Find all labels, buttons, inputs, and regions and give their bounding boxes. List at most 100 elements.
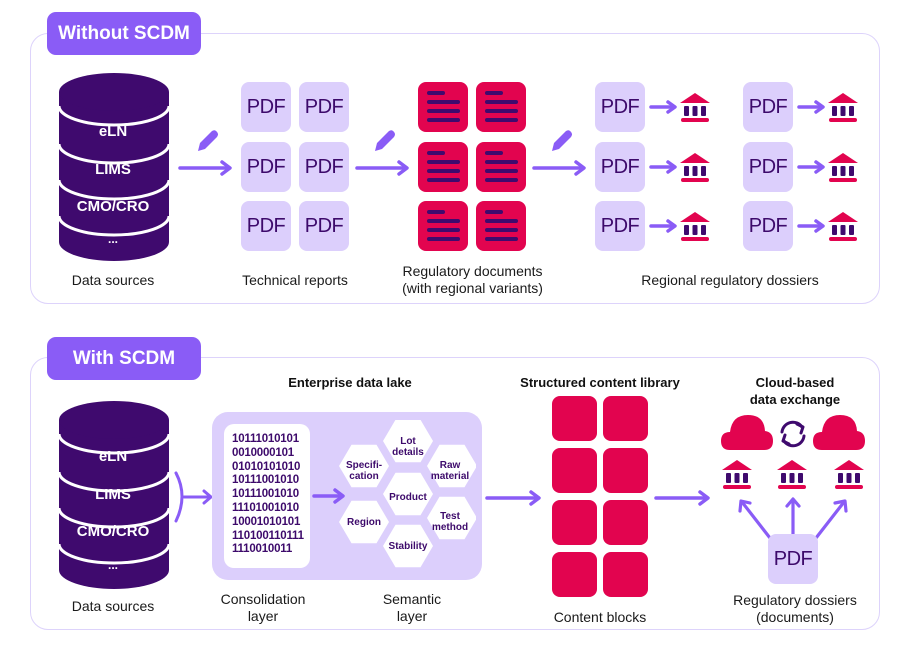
arrow-right-icon — [649, 160, 679, 179]
db-layer-eln: eLN — [98, 123, 128, 140]
arrow-right-icon — [797, 160, 827, 179]
content-block — [603, 396, 648, 441]
bank-icon — [679, 210, 711, 247]
database-icon — [57, 73, 171, 261]
pdf-icon: PDF — [595, 142, 645, 192]
db-layer-cmo-cro: CMO/CRO — [76, 523, 150, 540]
pdf-icon: PDF — [241, 142, 291, 192]
data-lake-title: Enterprise data lake — [288, 375, 412, 390]
sync-icon — [780, 420, 806, 448]
technical-reports-label: Technical reports — [242, 272, 348, 288]
binary-line: 11101001010 — [232, 501, 299, 514]
document-icon — [418, 201, 468, 251]
db-layer-more: ... — [107, 558, 118, 572]
db-layer-eln: eLN — [98, 448, 128, 465]
pdf-icon: PDF — [743, 142, 793, 192]
cloud-icon — [721, 415, 773, 450]
bank-icon — [679, 91, 711, 128]
pdf-icon: PDF — [768, 534, 818, 584]
hexagon-raw — [427, 444, 476, 488]
arrow-right-icon — [355, 160, 409, 176]
binary-line: 10111001010 — [232, 488, 299, 501]
database-icon — [57, 401, 171, 589]
hexagon-test — [427, 496, 476, 540]
arrow-right-icon — [178, 160, 232, 176]
bank-icon — [827, 210, 859, 247]
regulatory-documents-label-line1: Regulatory documents — [402, 263, 543, 279]
bank-icon — [776, 458, 808, 495]
regulatory-documents-label-line2: (with regional variants) — [402, 280, 543, 296]
document-icon — [418, 82, 468, 132]
distribution-arrows — [738, 497, 848, 540]
db-layer-cmo-cro: CMO/CRO — [76, 198, 150, 215]
arrow-right-icon — [532, 160, 586, 176]
document-icon — [418, 142, 468, 192]
semantic-layer-hexagons — [339, 420, 476, 568]
merge-arrow-icon — [174, 471, 213, 523]
content-blocks-label: Content blocks — [553, 609, 647, 625]
consolidation-layer-label: Consolidation layer — [220, 591, 306, 624]
bank-icon — [827, 151, 859, 188]
with-scdm-tag: With SCDM — [47, 337, 201, 380]
hex-label-region: Region — [347, 517, 381, 528]
arrow-right-icon — [485, 490, 541, 506]
db-layer-lims: LIMS — [95, 486, 131, 503]
pencil-icon — [552, 130, 572, 151]
semantic-layer-label: Semantic layer — [382, 591, 442, 624]
hexagon-region — [339, 500, 389, 544]
hex-label-specification: Specifi-cation — [345, 460, 383, 482]
hexagon-lot — [383, 420, 433, 463]
binary-line: 110100110111 — [232, 529, 304, 542]
cloud-icon — [813, 415, 865, 450]
consolidation-layer — [224, 424, 310, 568]
regional-dossiers-label: Regional regulatory dossiers — [641, 272, 819, 288]
regulatory-documents-label: Regulatory documents (with regional vari… — [385, 263, 560, 297]
document-icon — [476, 82, 526, 132]
pdf-icon: PDF — [299, 82, 349, 132]
bank-icon — [833, 458, 865, 495]
pencil-icon — [198, 130, 218, 151]
regulatory-dossiers-label: Regulatory dossiers (documents) — [733, 592, 857, 625]
pdf-icon: PDF — [299, 142, 349, 192]
pencil-icon — [375, 130, 395, 151]
content-block — [603, 500, 648, 545]
bank-icon — [827, 91, 859, 128]
without-scdm-tag: Without SCDM — [47, 12, 201, 55]
document-icon — [476, 201, 526, 251]
content-block — [552, 396, 597, 441]
pdf-icon: PDF — [595, 201, 645, 251]
cloud-exchange-title: Cloud-based data exchange — [749, 375, 841, 407]
arrow-right-icon — [649, 100, 679, 119]
db-layer-more: ... — [107, 232, 118, 246]
hexagon-spec — [339, 444, 389, 488]
content-block — [603, 448, 648, 493]
arrow-right-icon — [649, 219, 679, 238]
document-icon — [476, 142, 526, 192]
binary-line: 10001010101 — [232, 515, 301, 528]
content-block — [603, 552, 648, 597]
content-library-title: Structured content library — [520, 375, 680, 390]
arrow-right-icon — [797, 219, 827, 238]
arrow-right-icon — [797, 100, 827, 119]
arrow-right-icon — [312, 488, 345, 504]
hex-label-stability: Stability — [388, 541, 428, 552]
pdf-icon: PDF — [241, 201, 291, 251]
content-block — [552, 552, 597, 597]
binary-line: 1110010011 — [232, 543, 293, 556]
data-sources-label: Data sources — [71, 598, 155, 614]
pdf-icon: PDF — [743, 201, 793, 251]
pdf-icon: PDF — [241, 82, 291, 132]
bank-icon — [721, 458, 753, 495]
pdf-icon: PDF — [743, 82, 793, 132]
hex-label-product: Product — [389, 492, 427, 503]
db-layer-lims: LIMS — [95, 161, 131, 178]
pdf-icon: PDF — [595, 82, 645, 132]
arrow-right-icon — [654, 490, 710, 506]
hexagon-stability — [383, 524, 433, 568]
content-block — [552, 448, 597, 493]
binary-line: 10111001010 — [232, 474, 299, 487]
binary-line: 10111010101 — [232, 433, 299, 445]
